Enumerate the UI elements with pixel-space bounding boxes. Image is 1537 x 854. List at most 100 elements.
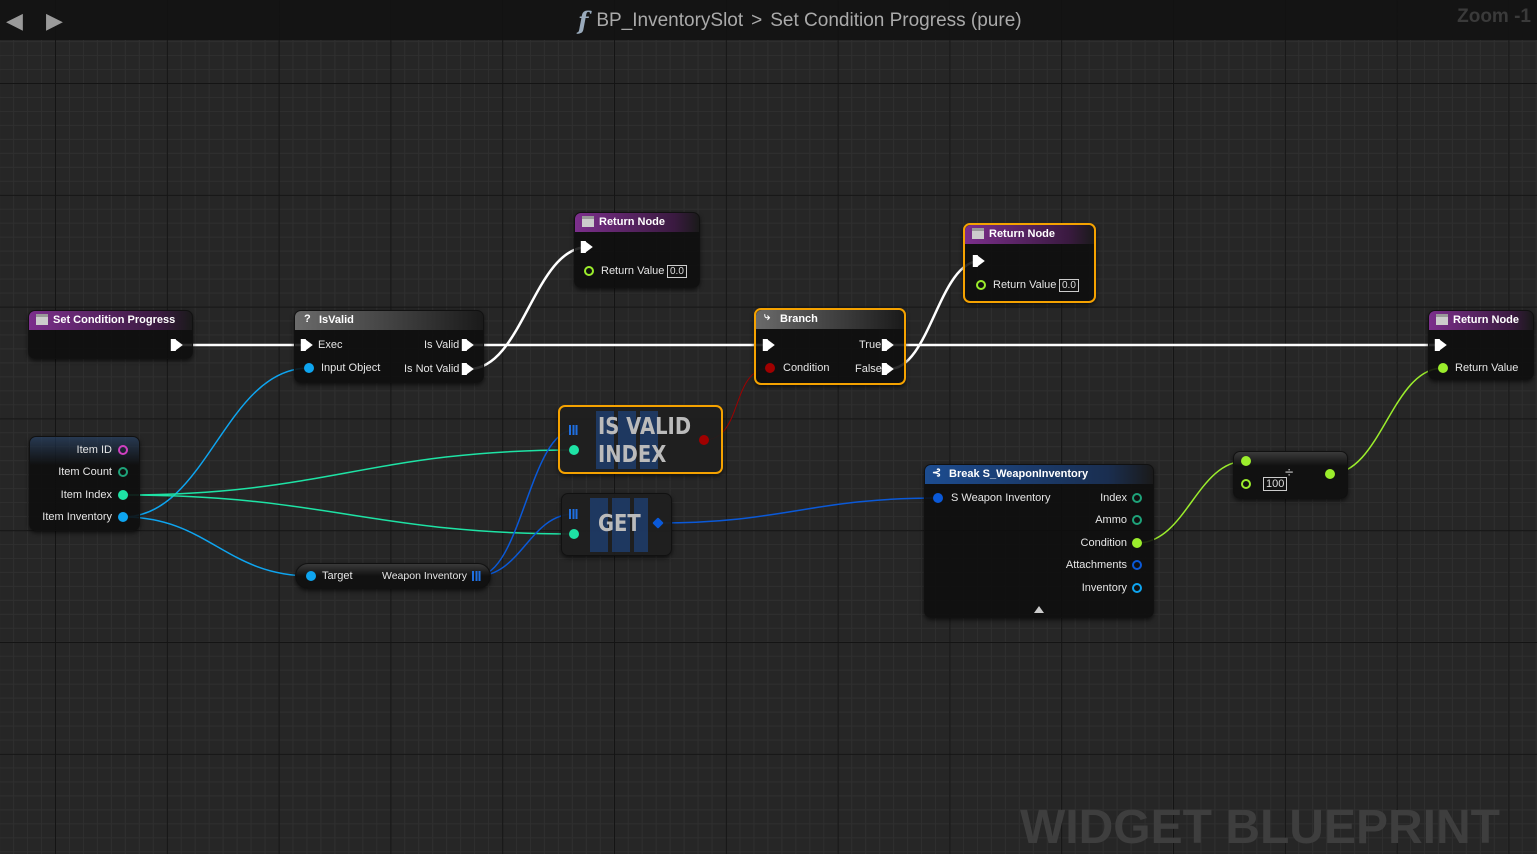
pin-label: False bbox=[855, 363, 882, 375]
node-title: GET bbox=[598, 511, 641, 537]
chevron-right-icon: > bbox=[751, 9, 763, 31]
wire[interactable] bbox=[122, 449, 575, 496]
break-struct-icon: ⊰ bbox=[932, 467, 942, 479]
forward-arrow-icon[interactable]: ▶ bbox=[46, 8, 63, 33]
bool-out-pin[interactable] bbox=[699, 435, 709, 445]
node-return-1[interactable]: Return Node bbox=[574, 212, 700, 288]
node-title: Break S_WeaponInventory bbox=[949, 468, 1089, 480]
node-branch[interactable]: ⤷Branch bbox=[754, 308, 906, 385]
node-title: Return Node bbox=[1453, 314, 1519, 326]
exec-in-pin[interactable] bbox=[1434, 339, 1447, 351]
weapon-inventory-array-pin[interactable] bbox=[472, 571, 482, 581]
collapse-arrow-icon[interactable] bbox=[1034, 606, 1044, 613]
return-icon bbox=[1436, 314, 1448, 325]
array-pin[interactable] bbox=[569, 425, 579, 435]
pin-label: Target bbox=[322, 570, 353, 582]
return-icon bbox=[972, 228, 984, 239]
pin-label: Condition bbox=[783, 362, 830, 374]
breadcrumb: f BP_InventorySlot > Set Condition Progr… bbox=[578, 6, 1022, 35]
node-weapon-inventory-get[interactable] bbox=[295, 563, 491, 589]
node-return-2[interactable]: Return Node bbox=[963, 223, 1096, 303]
exec-in-pin[interactable] bbox=[300, 339, 313, 351]
item-index-pin[interactable] bbox=[118, 490, 128, 500]
function-entry-icon bbox=[36, 314, 48, 325]
return-value-pin[interactable] bbox=[976, 280, 986, 290]
pin-label: Item ID bbox=[76, 444, 112, 456]
pin-label: Return Value bbox=[601, 265, 665, 277]
node-title: Set Condition Progress bbox=[53, 314, 176, 326]
pin-label: Item Count bbox=[58, 466, 112, 478]
wire[interactable] bbox=[476, 513, 575, 577]
pin-label: Exec bbox=[318, 339, 343, 351]
node-isvalid[interactable]: ?IsValid bbox=[294, 310, 484, 383]
item-id-pin[interactable] bbox=[118, 445, 128, 455]
function-icon: f bbox=[578, 6, 589, 35]
return-icon bbox=[582, 216, 594, 227]
node-is-valid-index[interactable]: IS VALID INDEX bbox=[558, 405, 723, 474]
pin-label: Index bbox=[1100, 492, 1127, 504]
divisor-input[interactable]: 100 bbox=[1263, 477, 1288, 491]
divide-icon: ÷ bbox=[1285, 464, 1294, 481]
item-count-pin[interactable] bbox=[118, 467, 128, 477]
return-value-pin[interactable] bbox=[584, 266, 594, 276]
wire[interactable] bbox=[122, 494, 575, 535]
pin-label: Condition bbox=[1080, 537, 1127, 549]
wire[interactable] bbox=[122, 516, 312, 577]
node-break-weapon-inventory[interactable]: ⊰ Break S_WeaponInventory bbox=[924, 464, 1154, 618]
node-set-condition-progress[interactable]: Set Condition Progress bbox=[28, 310, 193, 359]
index-pin[interactable] bbox=[569, 445, 579, 455]
zoom-level: Zoom -1 bbox=[1457, 6, 1531, 27]
exec-in-pin[interactable] bbox=[580, 241, 593, 253]
attachments-out-pin[interactable] bbox=[1132, 560, 1142, 570]
false-pin[interactable] bbox=[881, 363, 894, 375]
pin-label: Attachments bbox=[1065, 559, 1127, 571]
ammo-out-pin[interactable] bbox=[1132, 515, 1142, 525]
divisor-pin[interactable] bbox=[1241, 479, 1251, 489]
exec-in-pin[interactable] bbox=[762, 339, 775, 351]
node-title-line1: IS VALID bbox=[598, 414, 692, 440]
wire[interactable] bbox=[468, 245, 589, 371]
node-title: IsValid bbox=[319, 314, 354, 326]
breadcrumb-graph: Set Condition Progress (pure) bbox=[770, 9, 1022, 31]
quotient-out-pin[interactable] bbox=[1325, 469, 1335, 479]
exec-out-pin[interactable] bbox=[170, 339, 183, 351]
return-value-input[interactable]: 0.0 bbox=[1059, 279, 1079, 292]
struct-in-pin[interactable] bbox=[933, 493, 943, 503]
input-object-pin[interactable] bbox=[304, 363, 314, 373]
array-pin[interactable] bbox=[569, 509, 579, 519]
true-pin[interactable] bbox=[881, 339, 894, 351]
graph-toolbar: ◀ ▶ f BP_InventorySlot > Set Condition P… bbox=[0, 0, 1537, 40]
index-pin[interactable] bbox=[569, 529, 579, 539]
pin-label: Item Index bbox=[60, 489, 112, 501]
pin-label: True bbox=[859, 339, 882, 351]
index-out-pin[interactable] bbox=[1132, 493, 1142, 503]
dividend-pin[interactable] bbox=[1241, 456, 1251, 466]
node-title: Return Node bbox=[599, 216, 665, 228]
pin-label: Is Not Valid bbox=[404, 363, 460, 375]
return-value-pin[interactable] bbox=[1438, 363, 1448, 373]
pin-label: Return Value bbox=[1455, 362, 1519, 374]
pin-label: Item Inventory bbox=[42, 511, 112, 523]
pin-label: Return Value bbox=[993, 279, 1057, 291]
branch-icon: ⤷ bbox=[764, 311, 771, 323]
condition-out-pin[interactable] bbox=[1132, 538, 1142, 548]
exec-in-pin[interactable] bbox=[972, 255, 985, 267]
pin-label: Is Valid bbox=[424, 339, 460, 351]
return-value-input[interactable]: 0.0 bbox=[667, 265, 687, 278]
wire[interactable] bbox=[122, 367, 310, 518]
breadcrumb-blueprint[interactable]: BP_InventorySlot bbox=[596, 9, 744, 31]
item-inventory-pin[interactable] bbox=[118, 512, 128, 522]
target-pin[interactable] bbox=[306, 571, 316, 581]
node-title-line2: INDEX bbox=[598, 442, 667, 468]
back-arrow-icon[interactable]: ◀ bbox=[6, 8, 23, 33]
node-title: Return Node bbox=[989, 228, 1055, 240]
array-watermark-icon bbox=[596, 411, 658, 469]
pin-label: Weapon Inventory bbox=[382, 570, 468, 582]
condition-pin[interactable] bbox=[765, 363, 775, 373]
pin-label: Inventory bbox=[1081, 582, 1127, 594]
wire[interactable] bbox=[657, 497, 939, 524]
inventory-out-pin[interactable] bbox=[1132, 583, 1142, 593]
is-valid-pin[interactable] bbox=[461, 339, 474, 351]
is-not-valid-pin[interactable] bbox=[461, 363, 474, 375]
